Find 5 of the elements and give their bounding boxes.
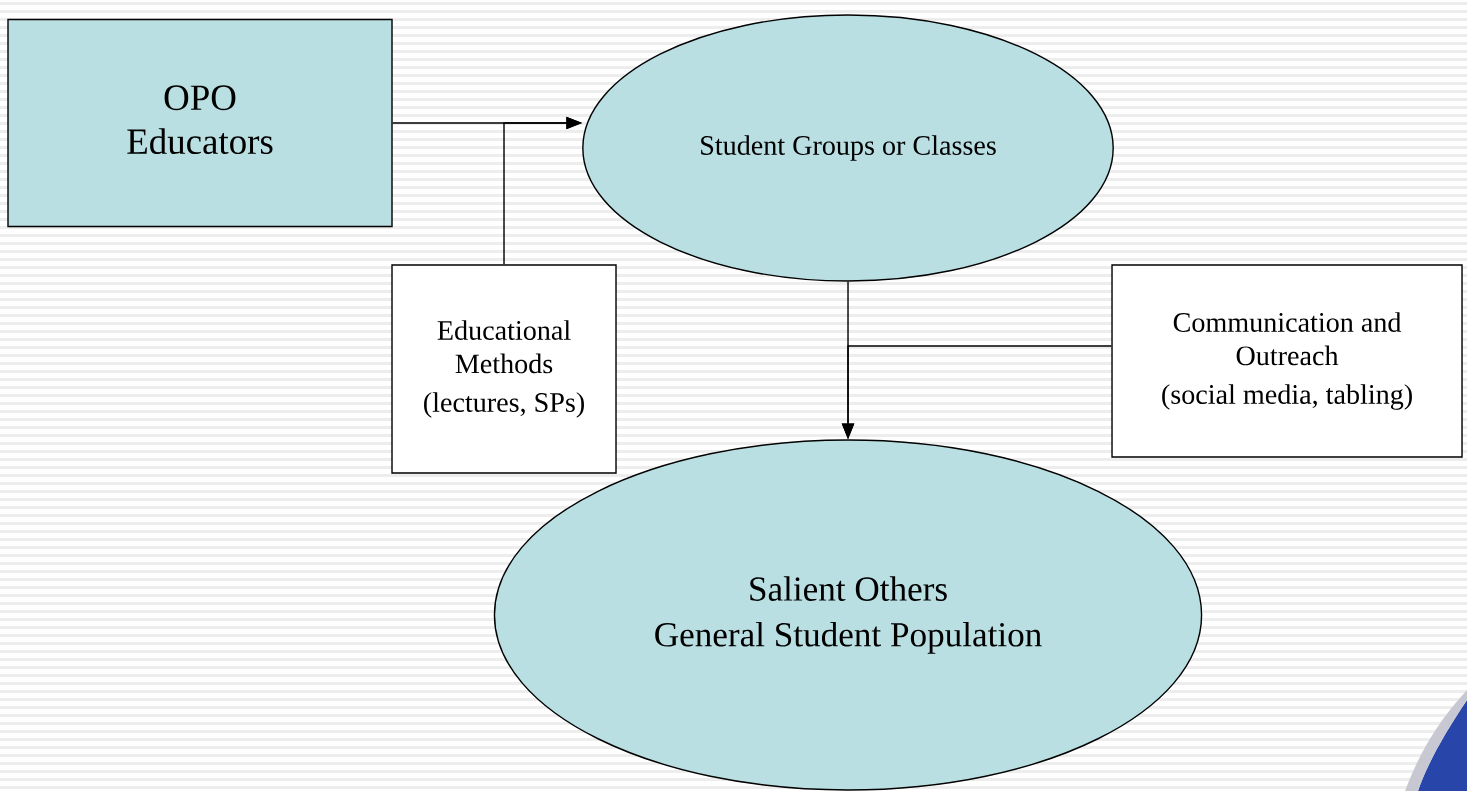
ellipse-node: Salient Others General Student Population	[493, 439, 1203, 791]
process-box: OPO Educators	[7, 18, 393, 228]
process-box: Communication and Outreach (social media, tabling)	[1111, 264, 1463, 458]
process-box: Educational Methods (lectures, SPs)	[391, 264, 617, 474]
ellipse-node: Student Groups or Classes	[582, 14, 1114, 282]
